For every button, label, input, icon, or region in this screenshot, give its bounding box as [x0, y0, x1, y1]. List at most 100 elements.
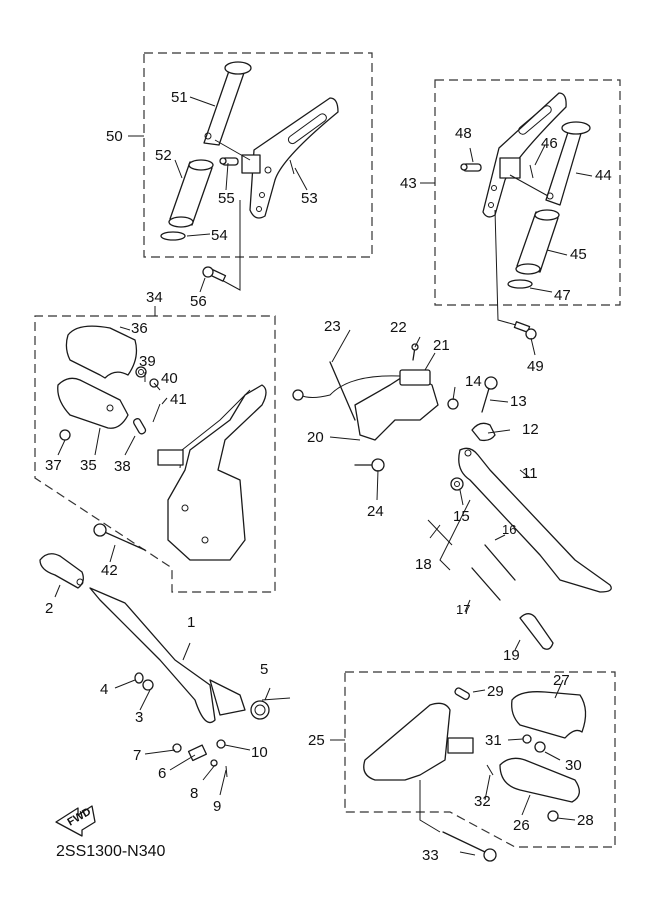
part-47-washer — [507, 279, 533, 289]
callout-42: 42 — [101, 562, 118, 579]
part-21-switch — [399, 369, 431, 386]
part-49-bolt — [513, 321, 537, 356]
callout-8: 8 — [190, 785, 198, 802]
part-32-cotter — [486, 764, 494, 776]
callout-23: 23 — [324, 318, 341, 335]
callout-11: 11 — [522, 465, 538, 482]
group-43-box — [420, 79, 621, 306]
group-50-box — [128, 52, 373, 258]
callout-17: 17 — [456, 602, 470, 617]
part-54-washer — [160, 231, 186, 241]
part-48-pin — [460, 163, 482, 172]
callout-3: 3 — [135, 709, 143, 726]
callout-5: 5 — [260, 661, 268, 678]
callout-32: 32 — [474, 793, 491, 810]
part-14-nut — [447, 398, 459, 410]
diagram-code: 2SS1300-N340 — [56, 843, 166, 860]
part-51-peg-arm — [203, 61, 252, 146]
callout-38: 38 — [114, 458, 131, 475]
part-41-cotter — [152, 403, 161, 423]
part-35-footrest — [57, 377, 129, 429]
part-18-hook — [427, 519, 453, 546]
part-15-collar — [450, 477, 464, 491]
part-6-joint — [187, 744, 208, 762]
callout-54: 54 — [211, 227, 228, 244]
part-44-peg-arm — [545, 121, 591, 206]
part-38-pin — [132, 418, 147, 435]
part-37-nut — [59, 429, 71, 441]
part-21-cable — [292, 375, 401, 401]
callout-51: 51 — [171, 89, 188, 106]
callout-21: 21 — [433, 337, 450, 354]
part-1-lever — [89, 587, 246, 724]
part-13-bolt — [481, 376, 498, 413]
callout-16: 16 — [502, 522, 516, 537]
part-31-collar — [522, 734, 532, 744]
callout-39: 39 — [139, 353, 156, 370]
callout-34: 34 — [146, 289, 163, 306]
callout-36: 36 — [131, 320, 148, 337]
callout-56: 56 — [190, 293, 207, 310]
fwd-arrow-icon: FWD — [55, 805, 96, 837]
part-55-pin — [219, 157, 239, 166]
callout-43: 43 — [400, 175, 417, 192]
group-25-box — [330, 671, 616, 848]
bracket-43 — [482, 92, 567, 218]
part-16-spring — [484, 544, 516, 581]
part-52-rubber-grip — [168, 159, 214, 228]
part-39-spring — [135, 366, 147, 378]
callout-15: 15 — [453, 508, 470, 525]
callout-35: 35 — [80, 457, 97, 474]
callout-10: 10 — [251, 744, 268, 761]
callout-24: 24 — [367, 503, 384, 520]
part-56-bolt — [199, 266, 227, 293]
callout-53: 53 — [301, 190, 318, 207]
part-26-footrest — [499, 757, 580, 803]
callout-27: 27 — [553, 672, 570, 689]
part-46-cotter — [529, 164, 534, 179]
callout-26: 26 — [513, 817, 530, 834]
part-17-spring — [471, 567, 501, 601]
part-36-footrest-rubber — [65, 325, 138, 379]
callout-25: 25 — [308, 732, 325, 749]
callout-13: 13 — [510, 393, 527, 410]
callout-28: 28 — [577, 812, 594, 829]
part-11-side-stand — [458, 447, 612, 593]
bracket-50 — [241, 97, 339, 219]
callout-55: 55 — [218, 190, 235, 207]
part-27-footrest-rubber — [511, 691, 587, 739]
callout-33: 33 — [422, 847, 439, 864]
callout-19: 19 — [503, 647, 520, 664]
part-23-band — [329, 361, 356, 421]
callout-31: 31 — [485, 732, 502, 749]
part-42-bolt — [93, 523, 146, 551]
callout-45: 45 — [570, 246, 587, 263]
part-8-washer — [210, 759, 218, 767]
part-33-bolt — [442, 831, 497, 862]
part-19-roller — [519, 613, 554, 650]
callout-46: 46 — [541, 135, 558, 152]
part-28-nut — [547, 810, 559, 822]
part-45-rubber-grip — [515, 209, 560, 275]
callout-7: 7 — [133, 747, 141, 764]
callout-48: 48 — [455, 125, 472, 142]
part-53-cotter — [289, 159, 295, 175]
part-10-nut — [216, 739, 226, 749]
part-29-pin — [454, 687, 470, 701]
callout-22: 22 — [390, 319, 407, 336]
callout-30: 30 — [565, 757, 582, 774]
callout-1: 1 — [187, 614, 195, 631]
callout-4: 4 — [100, 681, 108, 698]
group-34-box — [34, 306, 276, 593]
part-24-bolt — [354, 458, 385, 472]
callout-20: 20 — [307, 429, 324, 446]
callout-14: 14 — [465, 373, 482, 390]
bracket-34 — [157, 384, 267, 561]
callout-18: 18 — [415, 556, 432, 573]
callout-2: 2 — [45, 600, 53, 617]
callout-6: 6 — [158, 765, 166, 782]
callout-29: 29 — [487, 683, 504, 700]
part-3-washer — [142, 679, 154, 691]
callout-41: 41 — [170, 391, 187, 408]
